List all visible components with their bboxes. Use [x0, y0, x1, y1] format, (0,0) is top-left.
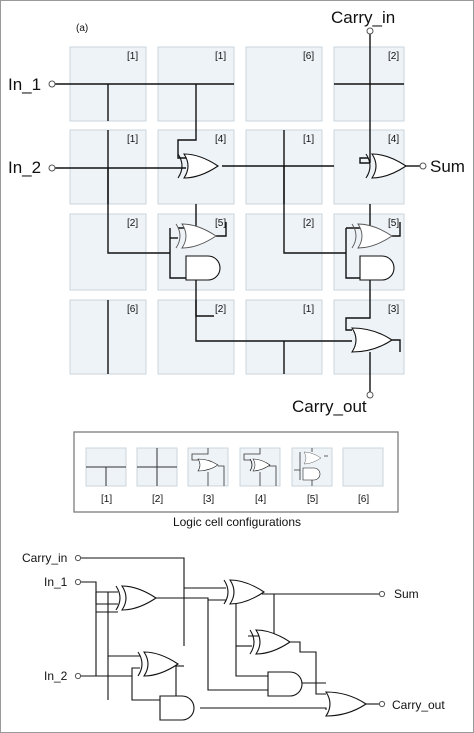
cell-index: [3] [388, 304, 399, 315]
cell-index: [1] [215, 51, 226, 62]
legend-caption: Logic cell configurations [173, 515, 301, 529]
schematic-terminal-in-1 [74, 578, 82, 586]
cell-index: [1] [127, 134, 138, 145]
config-6-icon [342, 447, 384, 487]
cell-index: [6] [303, 51, 314, 62]
schematic-terminal-in-2 [74, 672, 82, 680]
carry-in-label: Carry_in [331, 8, 395, 27]
cell-index: [2] [127, 218, 138, 229]
carry-out-label: Carry_out [292, 397, 367, 416]
fabric-terminals [48, 27, 427, 399]
config-label: [5] [307, 494, 318, 505]
cell-index: [5] [215, 218, 226, 229]
cell-index: [1] [127, 51, 138, 62]
terminal-in-2 [48, 164, 56, 172]
config-label: [6] [358, 494, 369, 505]
schematic-in-1-label: In_1 [44, 575, 68, 589]
schematic-terminal-carry-in [74, 554, 82, 562]
cell-index: [4] [215, 134, 226, 145]
cell-index: [2] [388, 51, 399, 62]
gate-schematic: Carry_in In_1 In_2 Sum Carry_out [22, 551, 445, 721]
schematic-terminal-sum [378, 590, 386, 598]
cell-index: [2] [303, 218, 314, 229]
cell-index: [4] [388, 134, 399, 145]
schematic-terminal-carry-out [378, 700, 386, 708]
config-label: [2] [152, 494, 163, 505]
cell-index: [6] [127, 304, 138, 315]
terminal-in-1 [48, 80, 56, 88]
schematic-and-2 [267, 671, 303, 697]
cell-indices: [1] [1] [6] [2] [1] [4] [1] [4] [2] [5] … [127, 51, 399, 315]
config-label: [3] [203, 494, 214, 505]
cell-index: [2] [215, 304, 226, 315]
terminal-carry-in [366, 27, 374, 35]
cell-index: [1] [303, 134, 314, 145]
config-3-icon [187, 447, 229, 487]
schematic-carry-in-label: Carry_in [22, 551, 67, 565]
config-label: [1] [101, 494, 112, 505]
schematic-xor-3 [137, 651, 179, 677]
config-label: [4] [255, 494, 266, 505]
schematic-xor-4 [249, 629, 291, 655]
logic-fabric: (a) [1] [1] [6] [2] [1] [8, 8, 465, 416]
config-5-icon [291, 447, 333, 487]
and-gate-2 [359, 255, 395, 281]
config-1-icon [85, 447, 127, 487]
cell-r1c3 [245, 46, 323, 122]
config-2-icon [136, 447, 178, 487]
schematic-carry-out-label: Carry_out [392, 698, 445, 712]
in-1-label: In_1 [8, 75, 41, 94]
in-2-label: In_2 [8, 158, 41, 177]
routing-wires [55, 34, 420, 392]
cell-index: [1] [303, 304, 314, 315]
cell-index: [5] [388, 218, 399, 229]
schematic-xor-1 [115, 585, 157, 611]
terminal-carry-out [366, 391, 374, 399]
terminal-sum [419, 162, 427, 170]
sum-label: Sum [430, 157, 465, 176]
panel-tag: (a) [76, 23, 88, 34]
schematic-or-1 [325, 691, 367, 717]
schematic-xor-2 [223, 579, 265, 605]
schematic-and-1 [159, 695, 195, 721]
configuration-legend: [1] [2] [3] [4] [5] [6] Logic cell confi… [73, 431, 399, 529]
schematic-sum-label: Sum [394, 587, 419, 601]
cell-grid [69, 46, 405, 375]
schematic-in-2-label: In_2 [44, 669, 68, 683]
config-4-icon [239, 447, 281, 487]
and-gate-1 [185, 255, 221, 281]
